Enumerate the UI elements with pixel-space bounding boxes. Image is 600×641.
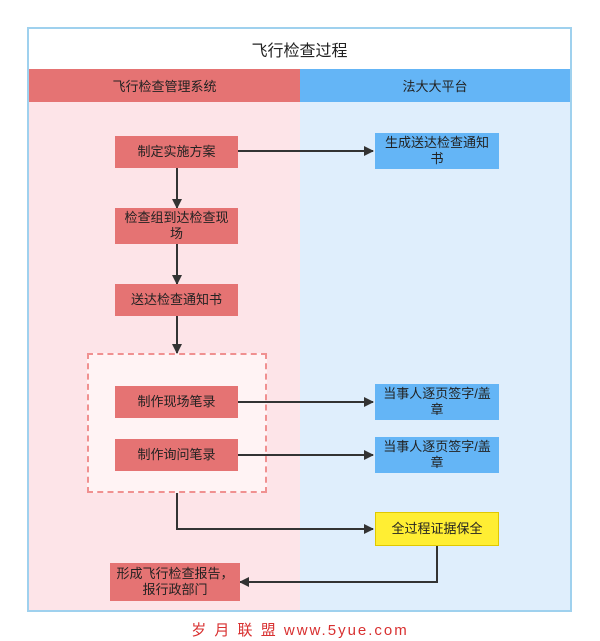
watermark: 岁 月 联 盟 www.5yue.com (191, 621, 409, 639)
node-arrive: 检查组到达检查现场 (115, 208, 238, 244)
lane-header-inspection-system: 飞行检查管理系统 (29, 69, 300, 102)
diagram-title: 飞行检查过程 (251, 43, 348, 60)
lane-header-fadada-platform: 法大大平台 (300, 69, 570, 102)
node-deliver: 送达检查通知书 (115, 284, 238, 316)
node-generate-notice: 生成送达检查通知书 (375, 133, 499, 169)
node-evidence-preservation: 全过程证据保全 (375, 512, 499, 546)
node-sign-2: 当事人逐页签字/盖章 (375, 437, 499, 473)
node-sign-1: 当事人逐页签字/盖章 (375, 384, 499, 420)
node-plan: 制定实施方案 (115, 136, 238, 168)
node-record-site: 制作现场笔录 (115, 386, 238, 418)
arrow-group-to-preserve (176, 493, 374, 534)
node-record-inquiry: 制作询问笔录 (115, 439, 238, 471)
arrow-preserve-to-report (239, 546, 438, 587)
node-report: 形成飞行检查报告，报行政部门 (110, 563, 240, 601)
